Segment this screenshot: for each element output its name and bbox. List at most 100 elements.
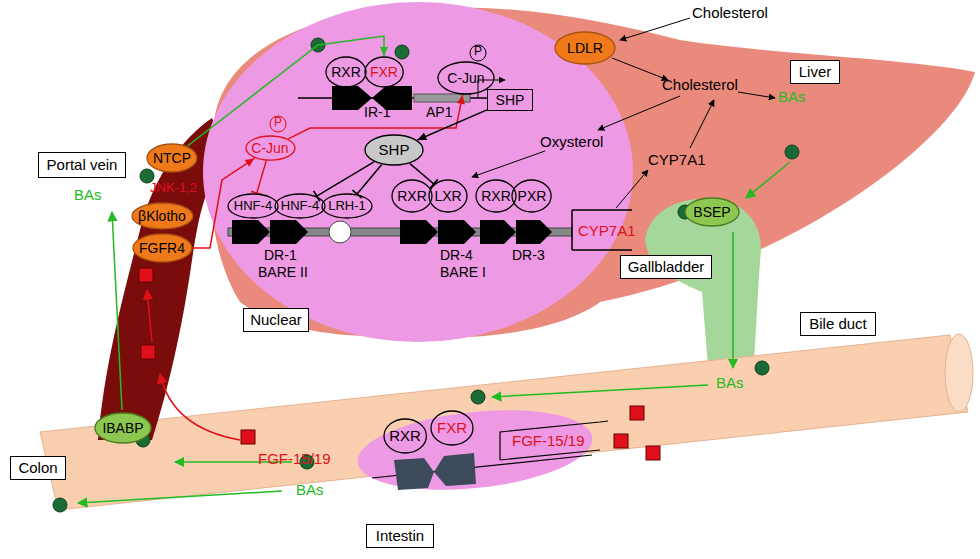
gene-label: FGF-15/19 (512, 432, 585, 449)
node-text: RXR (481, 188, 511, 204)
node-text: Liver (799, 63, 832, 80)
organ-label: Bile duct (800, 312, 876, 336)
node-text: HNF-4 (281, 199, 319, 214)
node-text: C-Jun (251, 140, 288, 156)
arrowhead (245, 158, 255, 166)
receptor-oval: RXR (391, 179, 433, 213)
receptor-oval: RXR (383, 418, 427, 454)
oval-shape (392, 180, 432, 212)
node-text: C-Jun (447, 70, 484, 86)
node-text: Gallbladder (628, 258, 705, 275)
oval-shape (555, 32, 615, 64)
node-text: Bile duct (809, 315, 867, 332)
element-label: DR-1 (264, 247, 297, 263)
oval-shape (384, 419, 426, 453)
node-text: FXR (437, 419, 467, 436)
element-label: BARE II (258, 264, 308, 280)
oval-shape (95, 413, 151, 443)
node-text: SHP (379, 141, 410, 158)
receptor-oval: βKlotho (131, 202, 194, 230)
receptor-oval: LRH-1 (321, 193, 373, 219)
oval-shape (275, 194, 325, 218)
factor-oval: SHP (364, 134, 424, 166)
element-label: DR-4 (440, 247, 473, 263)
node-text: NTCP (153, 150, 191, 166)
connector (314, 162, 374, 201)
receptor-oval: HNF-4 (227, 193, 279, 219)
receptor-oval: RXR (325, 56, 367, 88)
gallbladder-bile-duct (645, 199, 761, 366)
intestine-nucleus (354, 400, 597, 500)
gene-label: CYP7A1 (578, 222, 636, 239)
oval-shape (431, 411, 473, 445)
node-text: FGFR4 (139, 240, 185, 256)
inhibit-bar (430, 179, 438, 188)
oval-shape (246, 136, 295, 160)
oval-shape (476, 180, 516, 212)
metabolite-label: BAs (716, 374, 744, 391)
nucleus (203, 2, 633, 342)
element-label: IR-1 (364, 104, 390, 120)
enzyme-label: CYP7A1 (648, 151, 706, 168)
receptor-oval: FXR (364, 56, 404, 88)
node-text: Intestin (376, 527, 424, 544)
node-text: LRH-1 (328, 199, 366, 214)
connector-line (317, 162, 374, 196)
metabolite-label: BAs (74, 186, 102, 203)
node-text: SHP (496, 92, 525, 108)
node-text: Portal vein (47, 156, 118, 173)
transporter-oval: IBABP (94, 412, 152, 444)
phospho-label: P (274, 116, 282, 130)
oval-shape (322, 194, 372, 218)
receptor-oval: PXR (511, 179, 552, 213)
arrowhead (457, 95, 465, 105)
oval-shape (147, 144, 197, 172)
node-text: RXR (389, 427, 421, 444)
metabolite-label: Cholesterol (692, 4, 768, 21)
receptor-oval: HNF-4 (274, 193, 326, 219)
node-text: Colon (18, 459, 57, 476)
node-text: HNF-4 (234, 199, 272, 214)
node-text: FXR (370, 64, 398, 80)
receptor-oval: LDLR (554, 31, 616, 65)
node-text: LDLR (567, 40, 603, 56)
metabolite-label: Oxysterol (540, 133, 603, 150)
organ-label: Intestin (366, 524, 434, 548)
connector (288, 95, 465, 139)
node-text: RXR (397, 188, 427, 204)
hormone-label: FGF-15/19 (258, 450, 331, 467)
oval-shape (685, 198, 739, 226)
organ-label: Gallbladder (620, 255, 712, 279)
node-text: βKlotho (138, 208, 186, 224)
gene-box: SHP (487, 89, 533, 111)
intestine-tube (40, 335, 968, 510)
connector (188, 36, 388, 146)
element-label: BARE I (440, 264, 486, 280)
factor-oval: C-Jun (245, 135, 296, 161)
node-text: IBABP (102, 420, 143, 436)
transporter-oval: NTCP (146, 143, 198, 173)
oval-shape (228, 194, 278, 218)
oval-shape (365, 135, 423, 165)
node-text: LXR (434, 188, 461, 204)
arrowhead (380, 47, 388, 56)
receptor-oval: FXR (430, 410, 474, 446)
organ-label: Portal vein (38, 152, 126, 178)
organ-label: Nuclear (243, 308, 309, 332)
phospho-label: P (474, 45, 482, 59)
receptor-oval: FGFR4 (132, 233, 193, 263)
connector-line (357, 165, 382, 194)
connector (251, 161, 266, 195)
receptor-oval: LXR (428, 179, 468, 213)
edge-label: JNK-1,2 (150, 181, 197, 196)
connector (352, 165, 381, 198)
element-label: DR-3 (512, 247, 545, 263)
metabolite-label: BAs (778, 88, 806, 105)
metabolite-label: BAs (296, 481, 324, 498)
oval-shape (512, 180, 551, 212)
receptor-oval: RXR (475, 179, 517, 213)
oval-shape (133, 234, 192, 262)
metabolite-label: Cholesterol (662, 76, 738, 93)
oval-shape (438, 62, 494, 94)
